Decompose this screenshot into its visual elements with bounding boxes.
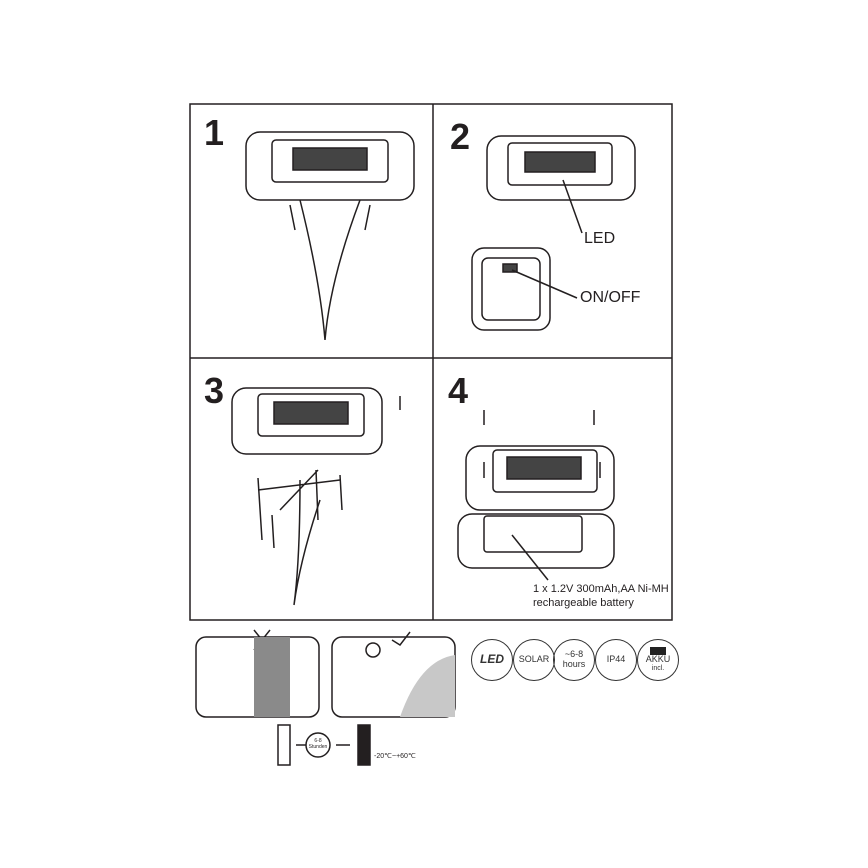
- full-battery: [357, 724, 371, 766]
- temperature-range: -20℃~+60℃: [374, 753, 416, 760]
- step-1: 1: [204, 112, 225, 153]
- solar-light-with-stake: [245, 131, 415, 341]
- solar-light-exploded: [457, 410, 615, 581]
- panel-grid: [189, 103, 673, 621]
- on-off-label: ON/OFF: [580, 289, 641, 306]
- solar-light-bottom: [471, 247, 578, 331]
- battery-note-line2: rechargeable battery: [533, 597, 634, 609]
- solar-badge: SOLAR: [513, 639, 555, 681]
- empty-battery: [277, 724, 291, 766]
- battery-icon: [650, 647, 666, 656]
- solar-light-top: [486, 135, 636, 234]
- ip44-badge: IP44: [595, 639, 637, 681]
- led-badge: LED: [471, 639, 513, 681]
- step-2: 2: [450, 116, 471, 157]
- battery-note-line1: 1 x 1.2V 300mAh,AA Ni-MH: [533, 583, 669, 595]
- stake: [257, 469, 343, 606]
- led-label: LED: [584, 230, 616, 247]
- step-4: 4: [448, 370, 469, 411]
- solar-light-separate: [231, 387, 401, 455]
- step-3: 3: [204, 370, 225, 411]
